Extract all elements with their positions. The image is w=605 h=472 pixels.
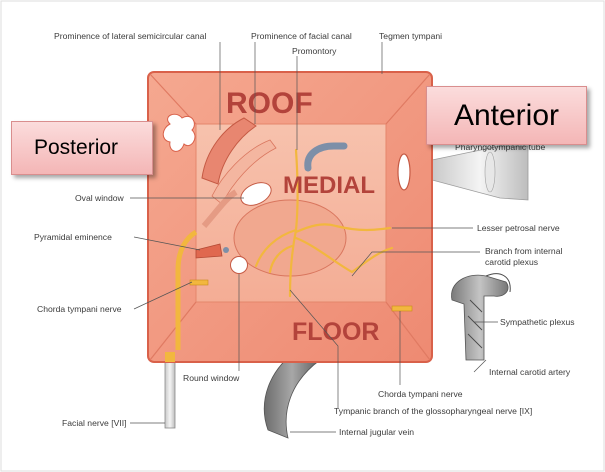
- label-prominence-facial-canal: Prominence of facial canal: [251, 31, 352, 41]
- anterior-callout: Anterior: [426, 86, 587, 145]
- label-prominence-lateral-semicircular-canal: Prominence of lateral semicircular canal: [54, 31, 206, 41]
- roof-label: ROOF: [226, 87, 313, 120]
- label-round-window: Round window: [183, 373, 240, 383]
- label-branch-internal-carotid-2: carotid plexus: [485, 257, 538, 267]
- promontory: [234, 200, 346, 276]
- label-chorda-tympani-bottom: Chorda tympani nerve: [378, 389, 463, 399]
- label-sympathetic-plexus: Sympathetic plexus: [500, 317, 575, 327]
- chorda-tympani-left-stub: [190, 280, 208, 285]
- chorda-tympani-right-stub: [392, 306, 412, 311]
- label-facial-nerve: Facial nerve [VII]: [62, 418, 126, 428]
- label-lesser-petrosal-nerve: Lesser petrosal nerve: [477, 223, 560, 233]
- label-internal-carotid-artery: Internal carotid artery: [489, 367, 571, 377]
- floor-label: FLOOR: [292, 318, 380, 346]
- label-internal-jugular-vein: Internal jugular vein: [339, 427, 414, 437]
- medial-label: MEDIAL: [283, 172, 375, 199]
- facial-nerve-stub: [165, 352, 175, 362]
- label-chorda-tympani-left: Chorda tympani nerve: [37, 304, 122, 314]
- label-promontory: Promontory: [292, 46, 337, 56]
- label-pyramidal-eminence: Pyramidal eminence: [34, 232, 112, 242]
- stapedius-tendon: [223, 247, 229, 253]
- label-tympanic-branch-glossopharyngeal: Tympanic branch of the glossopharyngeal …: [334, 406, 532, 416]
- label-oval-window: Oval window: [75, 193, 125, 203]
- label-branch-internal-carotid-1: Branch from internal: [485, 246, 562, 256]
- tube-opening: [398, 154, 410, 190]
- posterior-callout: Posterior: [11, 121, 153, 175]
- facial-nerve-rod: [165, 360, 175, 428]
- label-tegmen-tympani: Tegmen tympani: [379, 31, 442, 41]
- round-window: [231, 257, 248, 274]
